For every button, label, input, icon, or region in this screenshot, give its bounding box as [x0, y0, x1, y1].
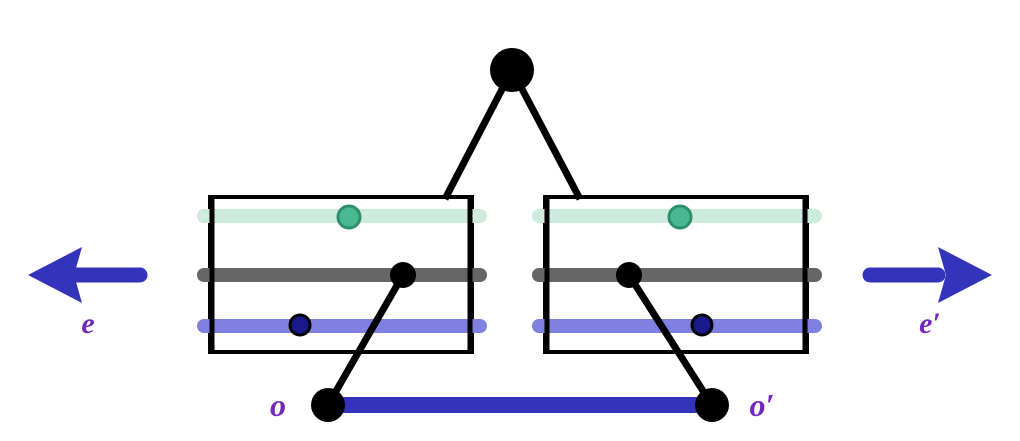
- box-edges-overlay: [209, 197, 808, 352]
- left-navy-dot: [288, 313, 312, 337]
- left-green-dot: [336, 204, 362, 230]
- apex-edges-group: [441, 68, 584, 201]
- left-arrow: [28, 247, 148, 303]
- right-arrow-head: [938, 247, 992, 303]
- right-gray-node: [616, 262, 642, 288]
- apex-node: [490, 48, 534, 92]
- apex-to-right-box-edge: [508, 68, 584, 201]
- colored-dots-group: [288, 204, 714, 337]
- apex-to-left-box-edge: [441, 68, 516, 201]
- left-gray-node: [390, 262, 416, 288]
- left-inner-edge: [324, 273, 407, 407]
- right-arrow: [862, 247, 992, 303]
- right-arrow-label: e′: [919, 307, 941, 340]
- left-arrow-label: e: [81, 307, 94, 340]
- left-bars-group: [197, 209, 487, 333]
- right-navy-dot: [690, 313, 714, 337]
- left-bottom-node: [311, 388, 345, 422]
- black-nodes-group: [311, 48, 729, 422]
- right-inner-edge: [626, 273, 715, 407]
- right-bottom-node: [695, 388, 729, 422]
- inner-edges-group: [324, 273, 715, 407]
- right-bars-group: [532, 209, 822, 333]
- right-green-dot: [667, 204, 693, 230]
- left-arrow-head: [28, 247, 82, 303]
- left-node-label: o: [270, 387, 286, 423]
- right-node-label: o′: [750, 387, 775, 423]
